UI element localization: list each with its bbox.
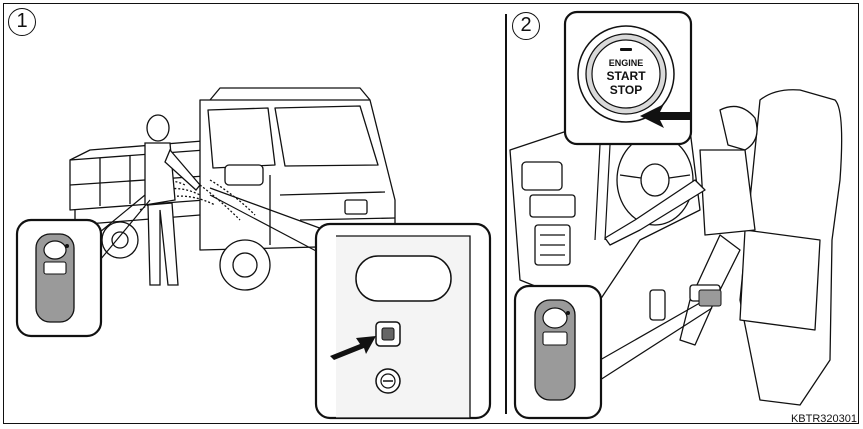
step-number-1: 1 — [8, 8, 36, 36]
start-button-line1: ENGINE — [609, 58, 644, 68]
keyhole-icon — [376, 369, 400, 393]
step-number-2: 2 — [512, 12, 540, 40]
start-button-line3: STOP — [610, 83, 642, 97]
key-fob-callout-1 — [17, 195, 150, 336]
request-switch-icon — [376, 322, 400, 346]
key-fob-icon — [36, 234, 74, 322]
door-handle-icon — [336, 236, 470, 418]
start-button-label: ENGINE START STOP — [606, 58, 646, 97]
key-fob-icon — [535, 300, 575, 400]
figure-code: KBTR320301 — [791, 413, 857, 425]
start-button-line2: START — [606, 69, 646, 83]
